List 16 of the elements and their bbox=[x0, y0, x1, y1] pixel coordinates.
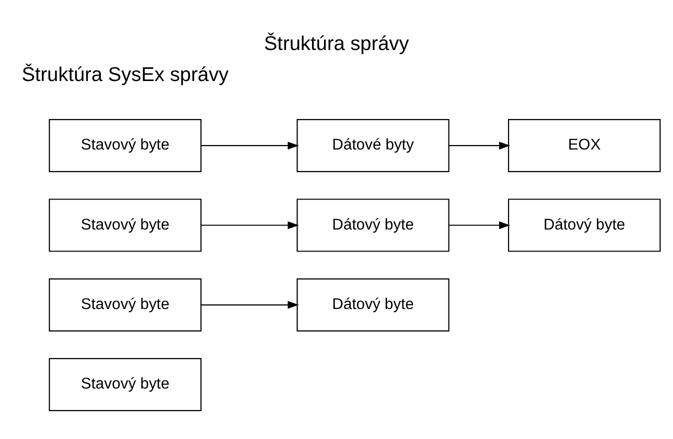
arrow bbox=[449, 220, 510, 229]
node-box: Dátový byte bbox=[508, 198, 661, 252]
node-box: Stavový byte bbox=[48, 198, 202, 252]
arrow bbox=[449, 141, 510, 149]
arrow bbox=[200, 300, 299, 308]
arrow bbox=[200, 141, 299, 149]
diagram-title: Štruktúra správy bbox=[264, 32, 409, 54]
node-box: Dátové byty bbox=[296, 118, 450, 172]
node-box: EOX bbox=[508, 118, 661, 172]
node-box: Stavový byte bbox=[48, 278, 202, 331]
node-box: Dátový byte bbox=[296, 198, 450, 252]
node-box: Stavový byte bbox=[48, 358, 202, 411]
node-box: Dátový byte bbox=[296, 278, 450, 331]
label: Štruktúra SysEx správy bbox=[22, 63, 229, 86]
node-box: Stavový byte bbox=[48, 118, 202, 172]
arrow bbox=[200, 220, 299, 229]
